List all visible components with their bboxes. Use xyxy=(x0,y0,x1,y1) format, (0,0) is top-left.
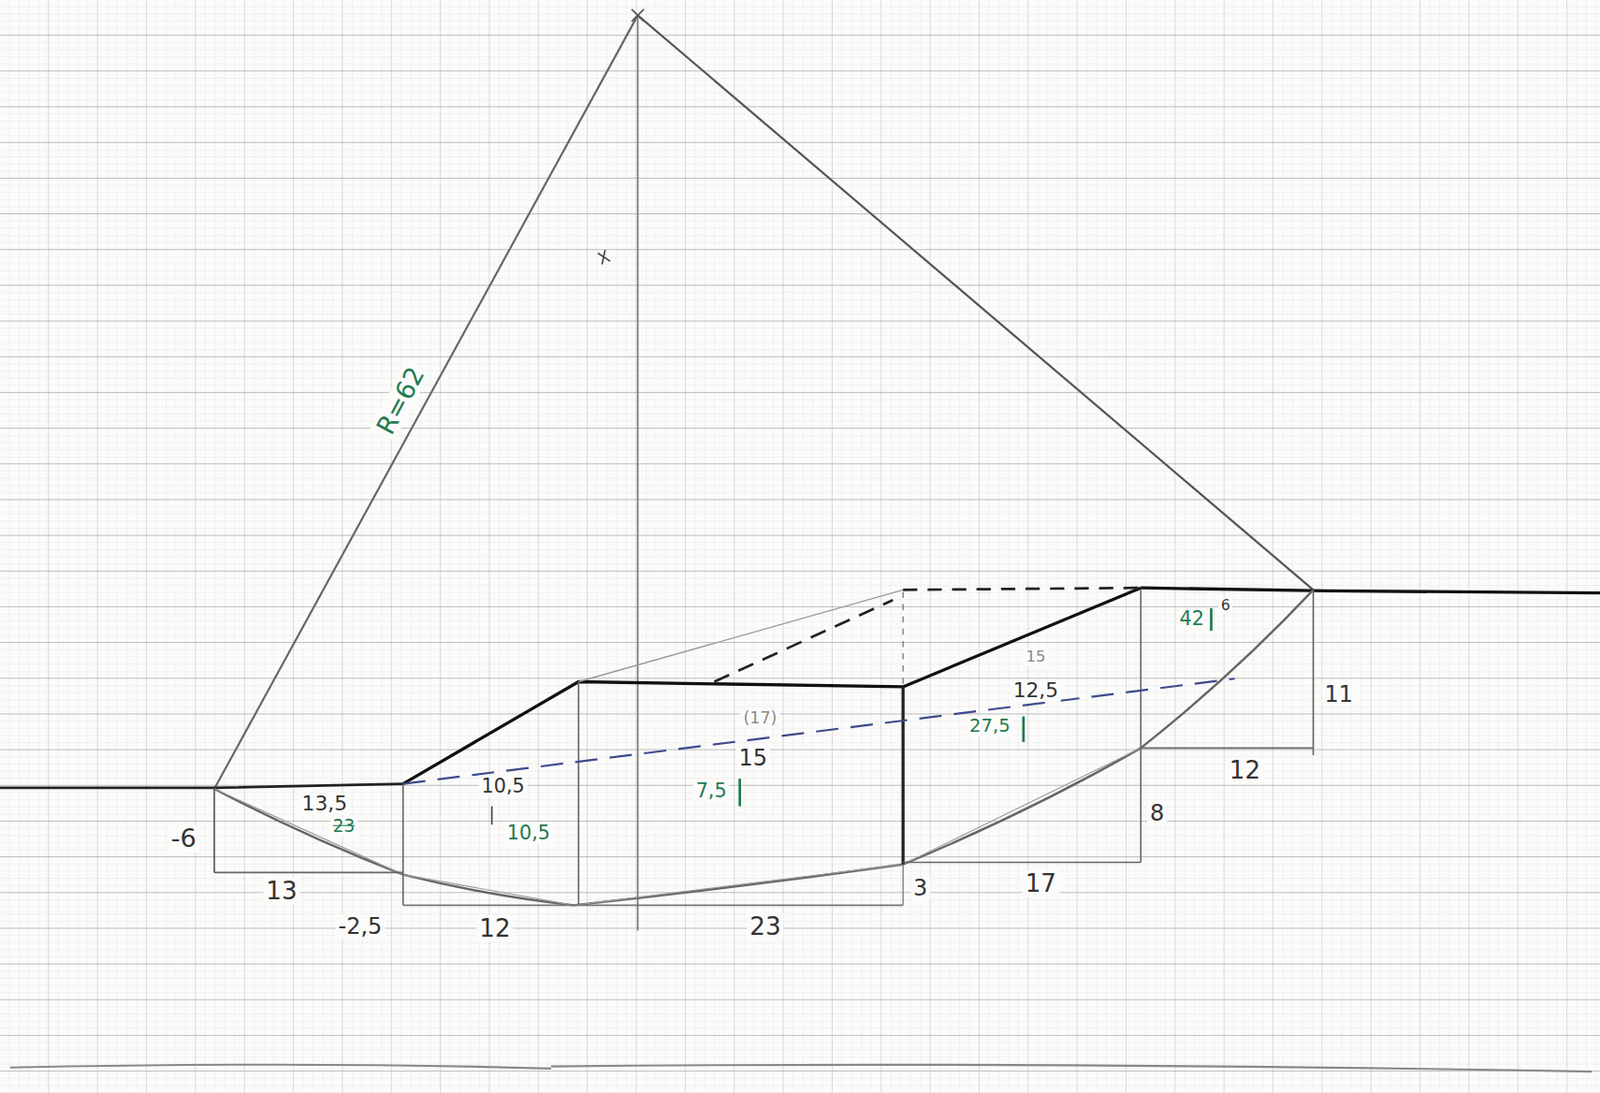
width-dimension: 12 xyxy=(476,915,513,942)
tick-mark xyxy=(1021,716,1025,742)
dimension-line xyxy=(902,861,1141,864)
slice-line xyxy=(213,788,216,873)
slice-chords xyxy=(214,747,1141,905)
slice-value: 6 xyxy=(1218,597,1234,614)
width-dimension: 17 xyxy=(1022,870,1060,897)
embankment-crest xyxy=(403,682,903,785)
width-dimension: 13 xyxy=(262,877,300,904)
back-edge xyxy=(713,599,893,682)
slice-value: 23 xyxy=(330,816,359,837)
slip-surface xyxy=(214,589,1314,905)
width-dimension: 23 xyxy=(746,913,784,940)
back-edge xyxy=(901,592,903,684)
height-dimension: 8 xyxy=(1147,800,1167,826)
slice-value: 10,5 xyxy=(504,822,553,844)
tick-mark xyxy=(738,778,742,806)
back-edge xyxy=(902,587,1141,590)
slice-value: 15 xyxy=(736,745,771,771)
ground-line xyxy=(0,784,404,788)
dimension-line xyxy=(1140,747,1313,750)
slice-value: (17) xyxy=(741,709,781,728)
centre-line xyxy=(637,14,640,931)
slice-line xyxy=(1139,589,1142,862)
page-stroke xyxy=(10,1064,1592,1072)
centre-mark xyxy=(631,9,644,22)
slice-line xyxy=(402,784,405,906)
back-edge xyxy=(578,589,903,682)
slice-line xyxy=(578,682,581,906)
water-line xyxy=(403,678,1236,784)
radius-line xyxy=(638,14,1314,590)
slice-value: 13,5 xyxy=(299,792,351,815)
slice-value: 12,5 xyxy=(1010,679,1062,702)
slice-value: 15 xyxy=(1023,648,1049,666)
height-dimension: -6 xyxy=(168,825,200,853)
slice-line xyxy=(901,864,903,906)
slice-value: 42 xyxy=(1177,608,1208,630)
slice-value: 10,5 xyxy=(479,774,528,797)
slice-line xyxy=(901,686,905,865)
slice-line xyxy=(1312,589,1315,756)
width-dimension: 12 xyxy=(1226,756,1264,784)
slice-value: 7,5 xyxy=(693,780,730,802)
embankment-slope xyxy=(902,587,1141,687)
height-dimension: 11 xyxy=(1322,682,1357,707)
slice-value: 27,5 xyxy=(966,716,1014,738)
depth-dimension: -2,5 xyxy=(335,914,386,939)
depth-dimension: 3 xyxy=(910,875,931,901)
tick-mark xyxy=(1209,608,1213,631)
dimension-line xyxy=(214,872,404,874)
radius-line xyxy=(214,14,639,789)
dimension-line xyxy=(403,904,903,907)
tick-mark xyxy=(491,806,494,826)
cross-mark xyxy=(597,249,611,264)
ground-line xyxy=(1140,587,1600,593)
